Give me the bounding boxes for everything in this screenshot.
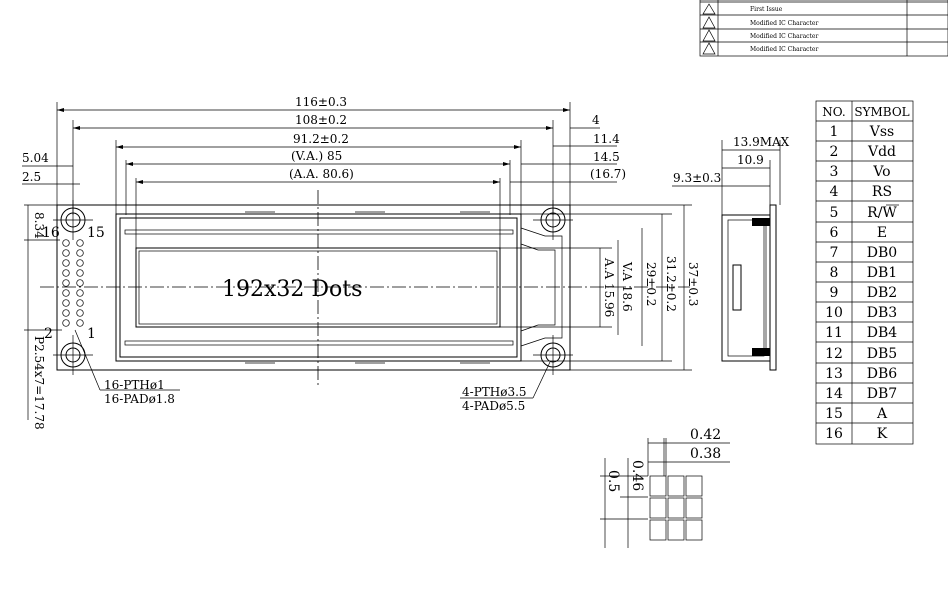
dim-0-42: 0.42 [690, 427, 721, 443]
revision-row-3: Modified IC Character [750, 33, 818, 40]
dim-0-46: 0.46 [629, 460, 645, 491]
dim-va-height: V.A 18.6 [620, 261, 634, 312]
revision-row-4: Modified IC Character [750, 46, 818, 53]
pin-symbol: DB4 [867, 325, 898, 341]
dim-8-34: 8.34 [32, 212, 46, 239]
module-body: 192x32 Dots [40, 190, 690, 385]
dim-hole-pitch: 108±0.2 [295, 113, 347, 127]
side-view: 13.9MAX 10.9 9.3±0.3 [672, 135, 790, 371]
dim-31-2: 31.2±0.2 [664, 256, 678, 312]
pin-assignment-table: NO. SYMBOL 1 Vss 2 Vdd 3 Vo 4 RS 5 R/W 6… [815, 100, 914, 445]
dim-pin-pitch: P2.54x7=17.78 [32, 336, 46, 430]
pin-no: 8 [830, 265, 839, 281]
top-dimensions: 116±0.3 108±0.2 91.2±0.2 (V.A.) 85 (A.A.… [22, 95, 626, 250]
dim-29: 29±0.2 [644, 262, 658, 306]
mount-hole-spec: 4-PTHø3.5 [462, 385, 527, 399]
pin-no: 10 [825, 305, 843, 321]
pin-no: 7 [830, 245, 839, 261]
display-dot-label: 192x32 Dots [222, 277, 362, 302]
mount-hole-callout: 4-PTHø3.5 4-PADø5.5 [460, 361, 551, 413]
dim-13-9: 13.9MAX [733, 135, 790, 149]
pin-symbol: DB3 [867, 305, 897, 321]
dot-detail: 0.42 0.38 0.46 0.5 [600, 427, 730, 548]
pin-header: 16 15 2 1 16-PTHø1 16-PADø1.8 [42, 225, 180, 406]
dim-14-5: 14.5 [593, 150, 620, 164]
dim-0-5: 0.5 [605, 470, 621, 492]
right-vertical-dimensions: A.A 15.96 V.A 18.6 29±0.2 31.2±0.2 37±0.… [500, 204, 700, 371]
mount-pad-spec: 4-PADø5.5 [462, 399, 525, 413]
pin-symbol: Vss [869, 124, 894, 140]
pin-table-header-symbol: SYMBOL [854, 105, 909, 119]
mounting-holes [53, 200, 573, 375]
pin-symbol: DB1 [867, 265, 897, 281]
pin-no: 14 [825, 386, 843, 402]
pin-no: 16 [825, 426, 843, 442]
pin-symbol: DB6 [867, 366, 898, 382]
dim-5-04: 5.04 [22, 151, 49, 165]
pin-symbol: E [877, 225, 887, 241]
pin-pad-spec: 16-PADø1.8 [104, 392, 175, 406]
pin-no: 1 [830, 124, 839, 140]
dim-37: 37±0.3 [686, 262, 700, 306]
dim-4: 4 [592, 113, 600, 127]
pin-symbol: DB2 [867, 285, 897, 301]
pin-symbol: Vo [872, 164, 890, 180]
pin-no: 12 [825, 346, 843, 362]
dim-view-area: (V.A.) 85 [291, 149, 342, 163]
pin-no: 15 [825, 406, 843, 422]
pin-symbol: K [877, 426, 888, 442]
pin-symbol: Vdd [867, 144, 896, 160]
pin-symbol: DB7 [867, 386, 897, 402]
pin-no: 2 [830, 144, 839, 160]
pin-label-15: 15 [87, 225, 105, 241]
pin-no: 9 [830, 285, 839, 301]
pin-label-2: 2 [44, 326, 53, 342]
dim-10-9: 10.9 [737, 153, 764, 167]
pin-symbol: A [876, 406, 888, 422]
pin-no: 5 [830, 205, 839, 221]
pin-symbol: DB0 [867, 245, 897, 261]
revision-row-1: First Issue [750, 6, 783, 13]
revision-row-2: Modified IC Character [750, 20, 818, 27]
pin-no: 13 [825, 366, 843, 382]
pin-no: 6 [830, 225, 839, 241]
pin-no: 11 [825, 325, 843, 341]
dim-16-7: (16.7) [590, 167, 626, 181]
dim-aa-height: A.A 15.96 [602, 257, 616, 317]
pin-no: 3 [830, 164, 839, 180]
pin-symbol: DB5 [867, 346, 897, 362]
dim-9-3: 9.3±0.3 [673, 171, 721, 185]
pin-hole-spec: 16-PTHø1 [104, 378, 165, 392]
dim-active-area: (A.A. 80.6) [289, 167, 354, 181]
dim-2-5: 2.5 [22, 170, 41, 184]
dim-overall-width: 116±0.3 [295, 95, 347, 109]
pin-label-1: 1 [87, 326, 96, 342]
pin-symbol: RS [872, 184, 892, 200]
pin-symbol: R/W [867, 205, 897, 221]
dim-11-4: 11.4 [593, 132, 620, 146]
dim-bezel-width: 91.2±0.2 [293, 132, 349, 146]
pin-label-16: 16 [42, 225, 60, 241]
dim-0-38: 0.38 [690, 446, 721, 462]
revision-table: First Issue Modified IC Character Modifi… [699, 0, 948, 57]
left-dimensions: 8.34 P2.54x7=17.78 [24, 204, 62, 430]
pin-no: 4 [830, 184, 839, 200]
pin-table-header-no: NO. [822, 105, 845, 119]
